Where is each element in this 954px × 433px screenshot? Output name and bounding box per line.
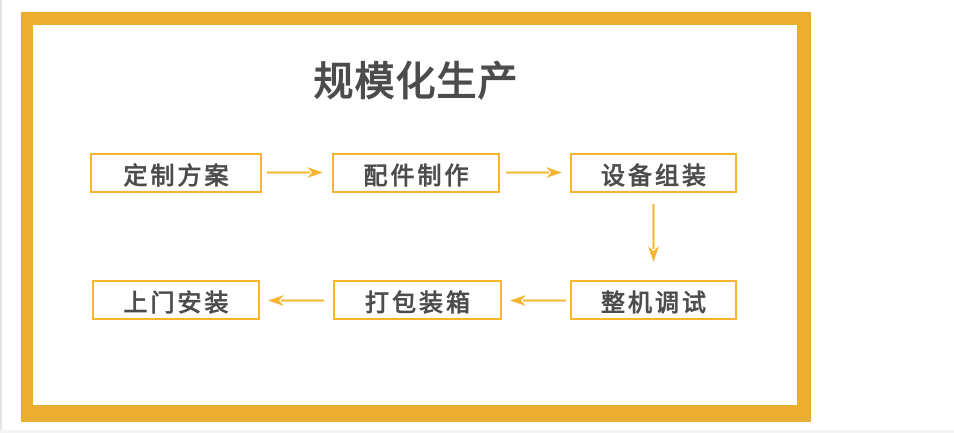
flow-step-label: 打包装箱 [365,289,473,317]
flow-step-box-onsite-installation: 上门安装 [92,280,260,320]
flow-frame [21,12,811,422]
arrow-right-icon [266,166,324,179]
arrow-left-icon [267,294,325,307]
flow-step-box-parts-making: 配件制作 [332,153,500,193]
flow-step-box-packing: 打包装箱 [333,280,502,320]
flow-step-label: 上门安装 [123,289,232,317]
flow-step-label: 设备组装 [601,162,709,190]
flow-step-label: 配件制作 [363,162,472,190]
arrow-left-icon [509,294,567,307]
flow-step-box-machine-testing: 整机调试 [570,280,737,320]
flow-step-label: 定制方案 [123,162,232,190]
arrow-right-icon [505,166,563,179]
flow-step-box-custom-plan: 定制方案 [90,153,262,193]
arrow-down-icon [647,203,660,263]
flow-step-label: 整机调试 [601,289,709,317]
page-bottom-divider [0,430,954,433]
page-title: 规模化生产 [313,60,519,104]
flow-step-box-equipment-assembly: 设备组装 [570,153,737,193]
page-left-edge-line [0,0,2,433]
